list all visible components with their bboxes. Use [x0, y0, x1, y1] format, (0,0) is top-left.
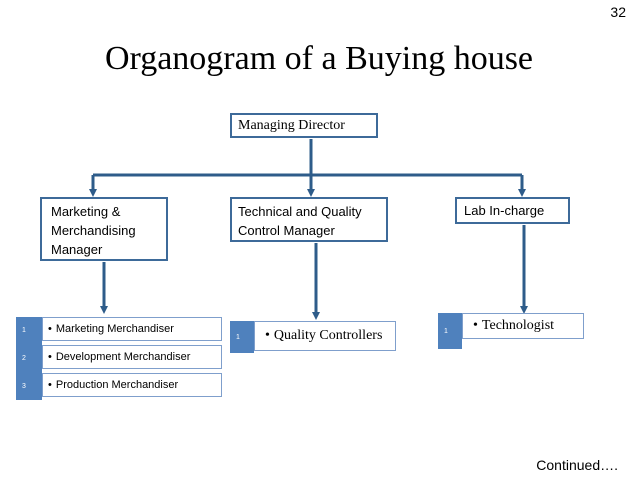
list-item-label: Marketing Merchandiser [48, 323, 174, 335]
list-number: 3 [16, 372, 42, 400]
list-item-label: Production Merchandiser [48, 379, 178, 391]
list-number: 1 [16, 317, 42, 344]
list-item-development-merchandiser: Development Merchandiser [42, 345, 222, 369]
list-item-technologist: Technologist [462, 313, 584, 339]
list-item-production-merchandiser: Production Merchandiser [42, 373, 222, 397]
list-item-quality-controllers: Quality Controllers [254, 321, 396, 351]
list-item-label: Technologist [473, 318, 554, 334]
list-number: 1 [230, 321, 254, 353]
node-marketing-manager: Marketing & Merchandising Manager [40, 197, 168, 261]
list-item-marketing-merchandiser: Marketing Merchandiser [42, 317, 222, 341]
continued-note: Continued…. [536, 457, 618, 473]
list-item-label: Quality Controllers [265, 328, 383, 344]
list-item-label: Development Merchandiser [48, 351, 191, 363]
list-number: 2 [16, 344, 42, 372]
node-lab-incharge: Lab In-charge [455, 197, 570, 224]
page-title: Organogram of a Buying house [104, 40, 534, 77]
node-qc-manager: Technical and Quality Control Manager [230, 197, 388, 242]
node-managing-director: Managing Director [230, 113, 378, 138]
list-number: 1 [438, 313, 462, 349]
page-number: 32 [610, 4, 626, 20]
